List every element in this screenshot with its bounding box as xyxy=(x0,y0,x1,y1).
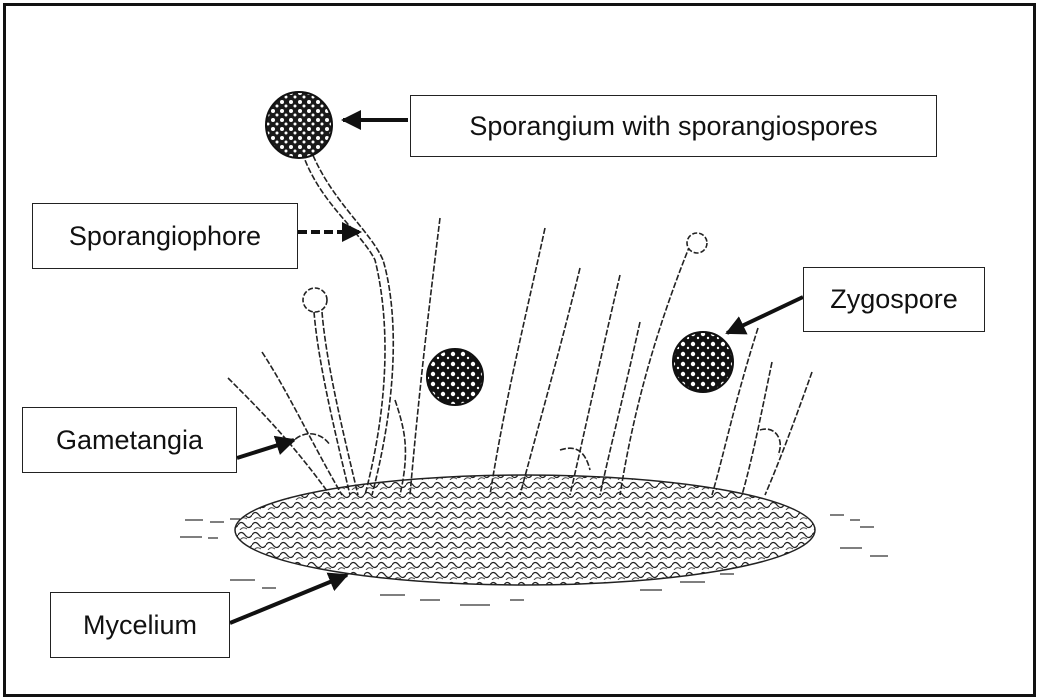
label-gametangia: Gametangia xyxy=(22,407,237,473)
label-zygospore: Zygospore xyxy=(803,267,985,332)
arrow-mycelium xyxy=(230,575,347,623)
label-sporangiophore-text: Sporangiophore xyxy=(69,221,261,252)
hyphae xyxy=(228,145,812,495)
empty-sporangium xyxy=(303,288,327,312)
label-mycelium-text: Mycelium xyxy=(83,610,197,641)
empty-sporangium xyxy=(687,233,707,253)
label-zygospore-text: Zygospore xyxy=(830,284,958,315)
label-sporangium-text: Sporangium with sporangiospores xyxy=(469,111,877,142)
sporangium-with-spores xyxy=(266,92,332,158)
label-mycelium: Mycelium xyxy=(50,592,230,658)
mycelium-mat xyxy=(235,475,815,585)
arrow-zygospore xyxy=(727,297,803,333)
zygospore xyxy=(673,332,733,392)
zygospore xyxy=(427,349,483,405)
label-sporangium: Sporangium with sporangiospores xyxy=(410,95,937,157)
arrow-gametangia xyxy=(237,440,294,458)
label-sporangiophore: Sporangiophore xyxy=(32,203,298,269)
label-gametangia-text: Gametangia xyxy=(56,425,203,456)
